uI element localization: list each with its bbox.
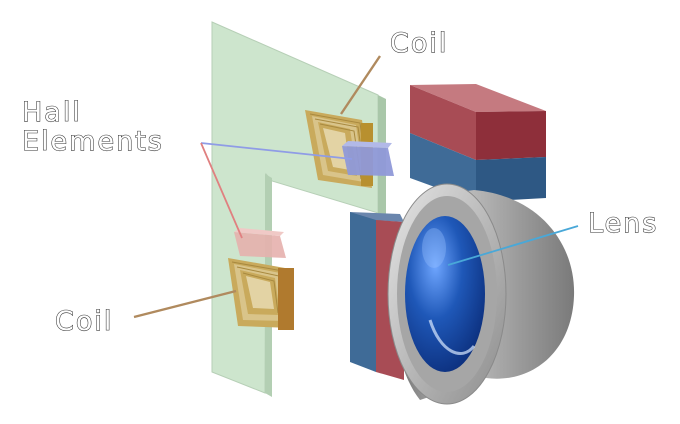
- leader-hall-bottom: [200, 142, 243, 239]
- leader-coil-top: [340, 55, 381, 115]
- lens-glass: [405, 216, 485, 372]
- label-hall-line2: Elements: [22, 126, 164, 157]
- label-coil-bottom: Coil: [55, 306, 113, 337]
- leader-lines: [133, 55, 579, 319]
- leader-lens: [447, 225, 579, 266]
- leader-coil-bottom: [133, 289, 237, 319]
- hall-element-top: [342, 141, 394, 176]
- coil-bottom: [228, 258, 294, 330]
- lens-assembly: [387, 183, 575, 405]
- label-lens: Lens: [588, 208, 658, 239]
- label-coil-top: Coil: [390, 28, 448, 59]
- label-hall-line1: Hall: [22, 97, 82, 128]
- magnet-top: [410, 84, 546, 202]
- leader-hall-top: [200, 142, 353, 160]
- hall-element-bottom: [234, 228, 286, 258]
